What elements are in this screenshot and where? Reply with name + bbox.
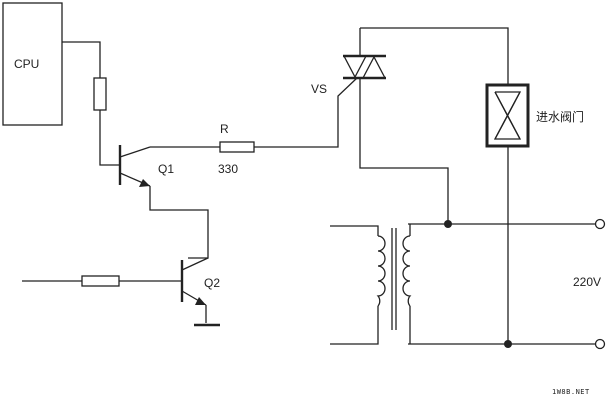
cpu-output-wire — [62, 41, 101, 78]
resistor-r — [219, 141, 255, 153]
terminal-top — [594, 218, 606, 230]
junction-dot-bottom — [504, 340, 512, 348]
triac-diode-2 — [361, 55, 387, 79]
triac-to-valve-wire — [360, 27, 509, 85]
transistor-q1: Q1 — [118, 145, 174, 187]
water-inlet-valve: 进水阀门 — [485, 83, 584, 148]
valve-hourglass — [493, 91, 522, 140]
primary-top-lead — [330, 225, 379, 236]
triac-label: VS — [311, 82, 327, 96]
gate-wire — [254, 77, 358, 148]
triac-to-line-wire — [359, 78, 449, 224]
triac-vs: VS — [311, 28, 387, 96]
junction-dot-top — [444, 220, 452, 228]
supply-voltage-label: 220V — [573, 275, 601, 289]
triac-diode-1 — [342, 55, 368, 79]
cpu-label: CPU — [14, 57, 39, 71]
cpu-output-path — [62, 41, 120, 166]
q2-emitter-arrow — [195, 297, 206, 305]
watermark: 1W8B.NET — [552, 388, 590, 396]
q1-base-wire — [99, 110, 120, 166]
gate-drive-path: R 330 — [150, 77, 358, 176]
terminal-bottom — [594, 338, 606, 350]
q1-emitter-arrow — [139, 179, 150, 187]
power-loop: 220V — [359, 27, 606, 350]
cpu-block: CPU — [2, 2, 63, 126]
q1-collector — [119, 146, 151, 158]
valve-label: 进水阀门 — [536, 109, 584, 124]
resistor-r-label: R — [220, 122, 229, 136]
primary-coil — [376, 235, 386, 307]
q2-input-path — [22, 275, 182, 287]
q2-label: Q2 — [204, 276, 220, 290]
q1-label: Q1 — [158, 162, 174, 176]
resistor-r-value: 330 — [218, 162, 238, 176]
q2-collector — [181, 257, 209, 271]
primary-bottom-lead — [330, 306, 379, 345]
q1-q2-link-wire — [149, 186, 209, 259]
secondary-coil — [402, 235, 412, 307]
q2-base-resistor — [81, 275, 120, 287]
q1-base-resistor — [93, 77, 107, 111]
cpu-box — [2, 2, 63, 126]
transistor-q2: Q2 — [180, 257, 220, 327]
transformer — [330, 224, 412, 345]
